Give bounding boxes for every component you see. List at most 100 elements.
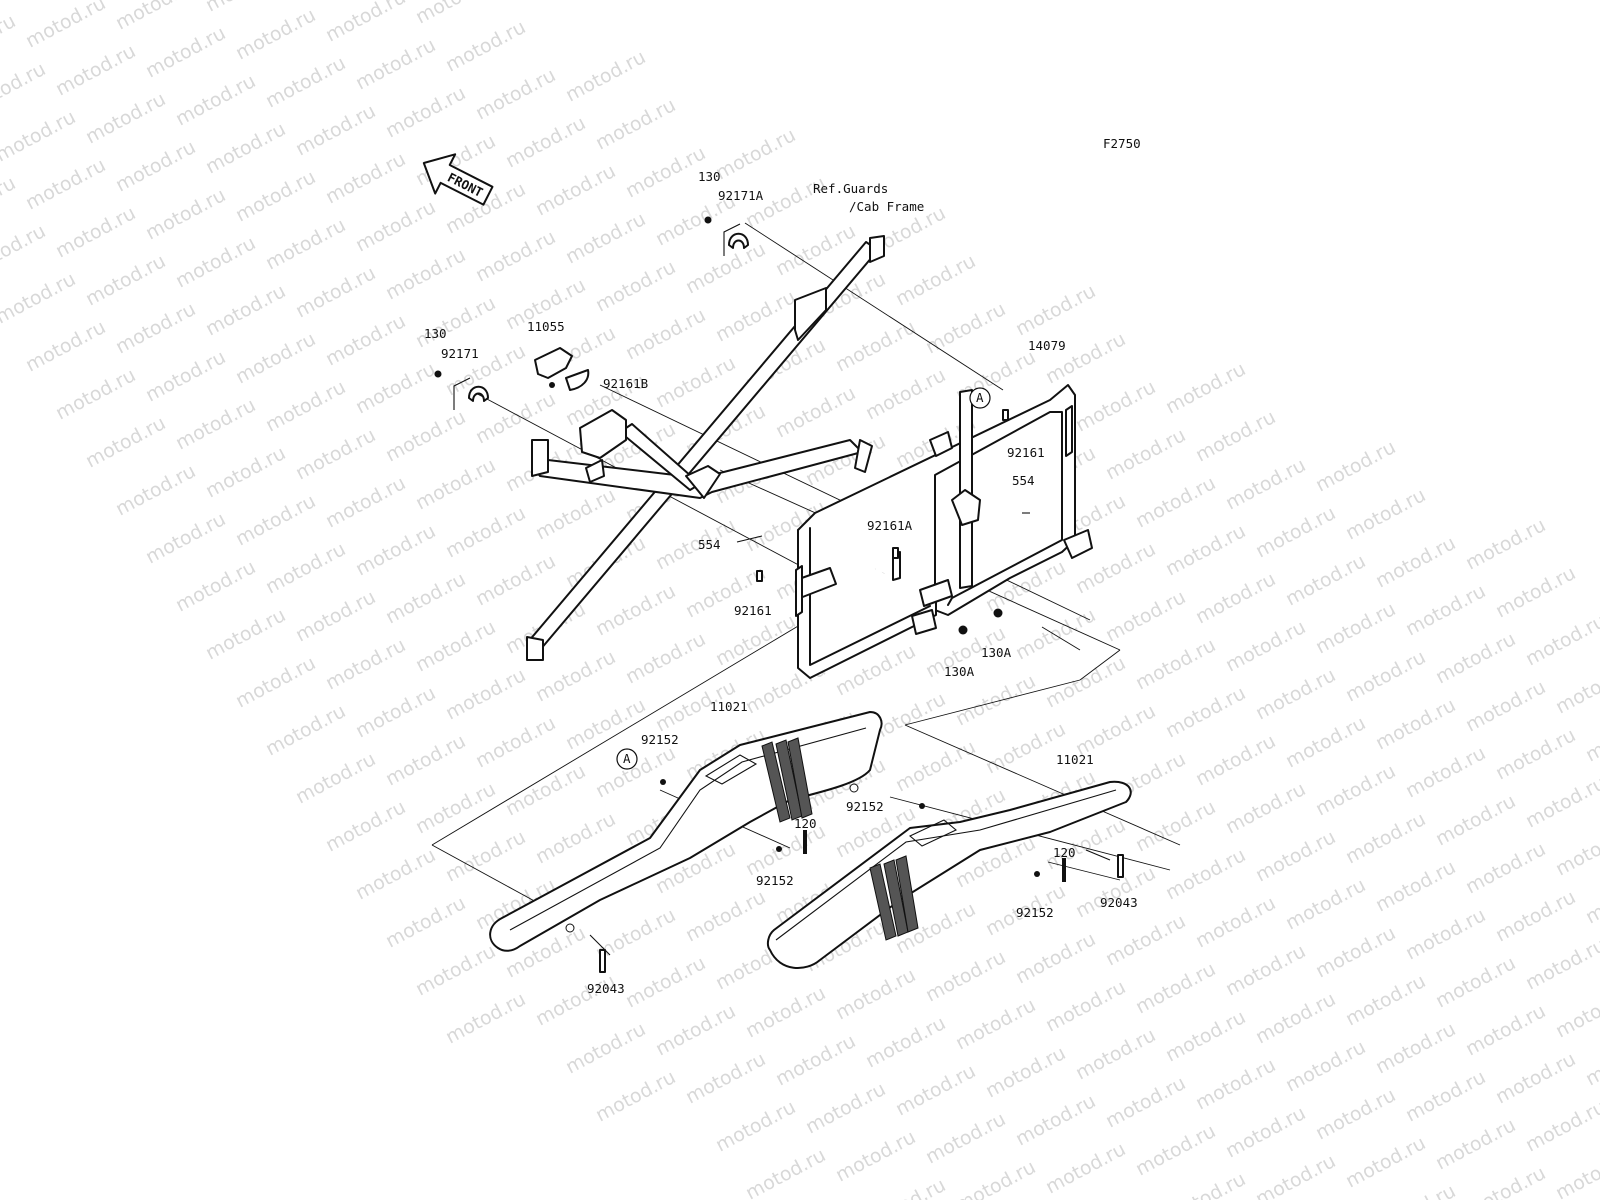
watermark-text: motod.ru [82,88,169,148]
gun-rack-frame-14079 [795,384,1093,679]
watermark-text: motod.ru [1222,940,1309,1000]
callout-a-bottom: A [616,748,638,770]
label-92161A: 92161A [867,518,913,533]
watermark-text: motod.ru [1342,970,1429,1030]
watermark-text: motod.ru [922,1108,1009,1168]
label-130-left: 130 [424,326,447,341]
watermark-text: motod.ru [502,112,589,172]
watermark-text: motod.ru [1162,844,1249,904]
watermark-text: motod.ru [1552,658,1600,718]
watermark-text: motod.ru [832,964,919,1024]
watermark-text: motod.ru [172,394,259,454]
watermark-text: motod.ru [1522,772,1600,832]
watermark-text: motod.ru [862,364,949,424]
watermark-text: motod.ru [232,328,319,388]
watermark-text: motod.ru [1492,1048,1579,1108]
watermark-text: motod.ru [172,70,259,130]
watermark-text: motod.ru [0,0,79,4]
watermark-text: motod.ru [532,970,619,1030]
watermark-text: motod.ru [1522,934,1600,994]
watermark-text: motod.ru [862,1174,949,1200]
watermark-text: motod.ru [1552,1144,1600,1200]
watermark-text: motod.ru [1012,280,1099,340]
watermark-text: motod.ru [952,994,1039,1054]
watermark-text: motod.ru [382,568,469,628]
watermark-text: motod.ru [592,742,679,802]
watermark-text: motod.ru [592,580,679,640]
watermark-text: motod.ru [322,148,409,208]
label-11055: 11055 [527,319,565,334]
watermark-text: motod.ru [1192,406,1279,466]
watermark-text: motod.ru [322,796,409,856]
watermark-text: motod.ru [1432,952,1519,1012]
watermark-text: motod.ru [412,616,499,676]
watermark-text: motod.ru [1222,1102,1309,1162]
watermark-text: motod.ru [112,0,199,34]
watermark-text: motod.ru [52,40,139,100]
bracket-11055-icon [534,347,590,391]
watermark-text: motod.ru [1222,778,1309,838]
label-92171A: 92171A [718,188,764,203]
watermark-text: motod.ru [1372,1180,1459,1200]
watermark-text: motod.ru [472,550,559,610]
watermark-text: motod.ru [1132,958,1219,1018]
label-92161B: 92161B [603,376,648,391]
watermark-text: motod.ru [1342,1132,1429,1192]
watermark-text: motod.ru [1582,1030,1600,1090]
watermark-text: motod.ru [1072,1024,1159,1084]
watermark-text: motod.ru [712,610,799,670]
watermark-text: motod.ru [292,100,379,160]
watermark-text: motod.ru [622,952,709,1012]
watermark-text: motod.ru [1162,1168,1249,1200]
watermark-text: motod.ru [1462,514,1549,574]
watermark-text: motod.ru [862,1012,949,1072]
watermark-text: motod.ru [772,1030,859,1090]
watermark-text: motod.ru [382,406,469,466]
label-92161-left: 92161 [734,603,772,618]
watermark-text: motod.ru [202,118,289,178]
watermark-text: motod.ru [592,256,679,316]
watermark-text: motod.ru [532,160,619,220]
watermark-text: motod.ru [1102,424,1189,484]
watermark-text: motod.ru [0,172,19,232]
watermark-text: motod.ru [712,124,799,184]
watermark-text: motod.ru [1252,664,1339,724]
watermark-text: motod.ru [1402,742,1489,802]
watermark-text: motod.ru [82,412,169,472]
figure-code: F2750 [1103,136,1141,151]
watermark-text: motod.ru [382,244,469,304]
watermark-text: motod.ru [112,298,199,358]
watermark-text: motod.ru [412,0,499,28]
watermark-text: motod.ru [1342,808,1429,868]
label-120-left: 120 [794,816,817,831]
watermark-text: motod.ru [532,484,619,544]
watermark-text: motod.ru [1462,1162,1549,1200]
watermark-text: motod.ru [1432,628,1519,688]
label-92152-left-1: 92152 [641,732,679,747]
watermark-text: motod.ru [1402,1066,1489,1126]
watermark-text: motod.ru [442,664,529,724]
label-11021-left: 11021 [710,699,748,714]
watermark-text: motod.ru [712,1096,799,1156]
watermark-text: motod.ru [1432,1114,1519,1174]
watermark-text: motod.ru [472,712,559,772]
gun-case-left-11021 [489,711,883,973]
watermark-text: motod.ru [292,262,379,322]
watermark-text: motod.ru [22,316,109,376]
watermark-text: motod.ru [1252,826,1339,886]
watermark-text: motod.ru [1192,730,1279,790]
watermark-text: motod.ru [1132,1120,1219,1180]
watermark-text: motod.ru [1282,712,1369,772]
watermark-text: motod.ru [622,628,709,688]
watermark-text: motod.ru [1042,976,1129,1036]
watermark-text: motod.ru [202,0,289,16]
watermark-text: motod.ru [142,508,229,568]
watermark-text: motod.ru [682,886,769,946]
label-92161-right: 92161 [1007,445,1045,460]
watermark-text: motod.ru [292,424,379,484]
watermark-text: motod.ru [0,58,49,118]
watermark-text: motod.ru [742,1144,829,1200]
watermark-text: motod.ru [1582,706,1600,766]
watermark-text: motod.ru [322,310,409,370]
watermark-text: motod.ru [1492,562,1579,622]
